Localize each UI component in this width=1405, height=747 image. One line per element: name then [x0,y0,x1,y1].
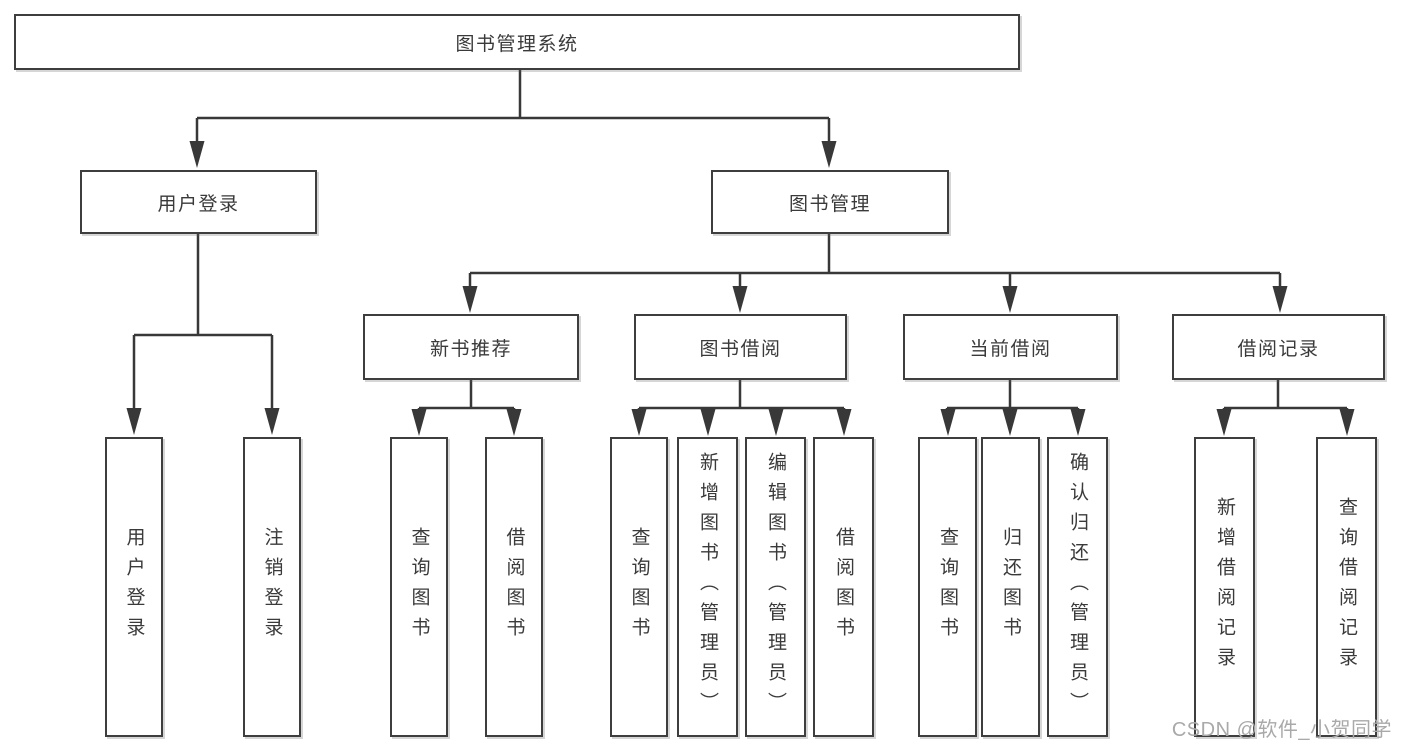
node-label: 新书推荐 [429,338,512,360]
leaf-add-borrow-record: 新增借阅记录 [1194,437,1255,737]
leaf-label: 查询借阅记录 [1336,497,1357,677]
leaf-label: 借阅图书 [503,527,525,647]
leaf-label: 查询图书 [628,527,650,647]
node-label: 图书管理 [788,193,871,215]
node-label: 用户登录 [157,193,240,215]
node-current-borrow: 当前借阅 [903,314,1118,380]
node-user-login: 用户登录 [80,170,317,234]
node-book-management: 图书管理 [711,170,949,234]
leaf-label: 借阅图书 [833,527,854,647]
leaf-add-books-admin: 新增图书（管理员） [677,437,738,737]
csdn-watermark: CSDN @软件_小贺同学 [1171,719,1392,741]
leaf-borrow-books-2: 借阅图书 [813,437,874,737]
leaf-borrow-books-1: 借阅图书 [485,437,543,737]
node-label: 图书借阅 [699,338,782,360]
node-borrow-records: 借阅记录 [1172,314,1385,380]
leaf-query-borrow-record: 查询借阅记录 [1316,437,1377,737]
leaf-user-login: 用户登录 [105,437,163,737]
leaf-logout: 注销登录 [243,437,301,737]
leaf-label: 新增图书（管理员） [697,452,718,722]
leaf-query-books-3: 查询图书 [918,437,977,737]
leaf-return-books: 归还图书 [981,437,1040,737]
leaf-label: 确认归还（管理员） [1067,452,1088,722]
leaf-query-books-1: 查询图书 [390,437,448,737]
leaf-label: 新增借阅记录 [1214,497,1235,677]
leaf-label: 查询图书 [408,527,430,647]
node-root-label: 图书管理系统 [455,33,579,55]
leaf-label: 编辑图书（管理员） [765,452,786,722]
leaf-label: 注销登录 [261,527,283,647]
leaf-label: 查询图书 [937,527,958,647]
node-new-book-recommend: 新书推荐 [363,314,579,380]
leaf-query-books-2: 查询图书 [610,437,668,737]
node-book-borrow: 图书借阅 [634,314,847,380]
leaf-label: 归还图书 [1000,527,1021,647]
leaf-edit-books-admin: 编辑图书（管理员） [745,437,806,737]
leaf-label: 用户登录 [123,527,145,647]
arrowheads [126,141,1355,436]
leaf-confirm-return-admin: 确认归还（管理员） [1047,437,1108,737]
node-root: 图书管理系统 [14,14,1020,70]
node-label: 当前借阅 [969,338,1052,360]
node-label: 借阅记录 [1237,338,1320,360]
